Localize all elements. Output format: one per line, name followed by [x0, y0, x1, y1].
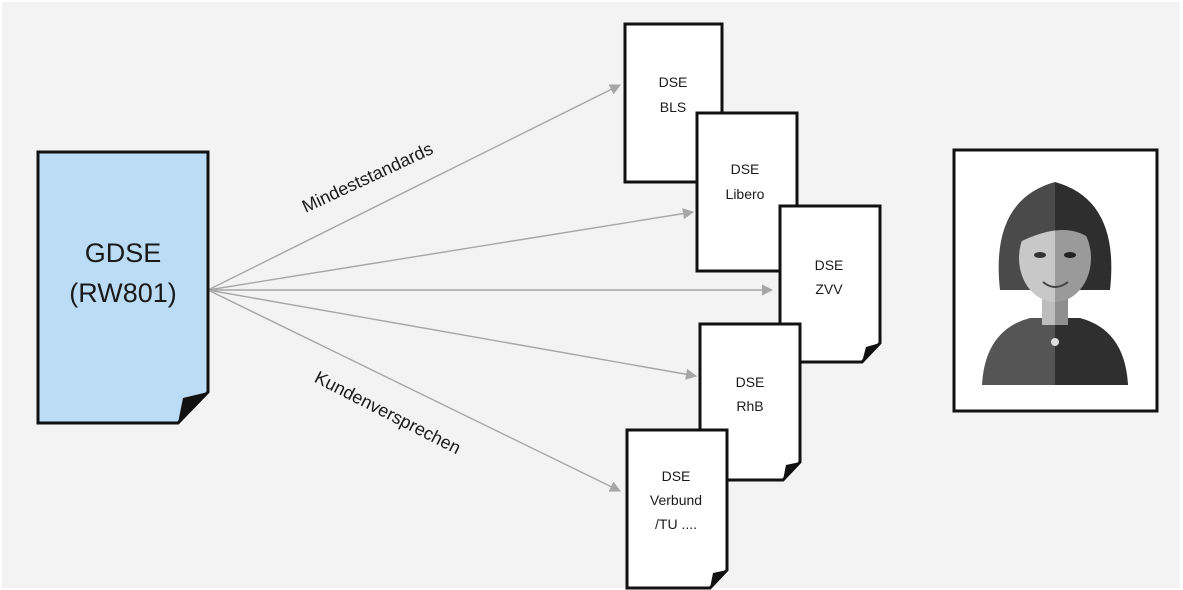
source-document-gdse: GDSE (RW801)	[36, 150, 210, 425]
target-doc-line2: ZVV	[815, 281, 843, 297]
arrow-to-verbund	[207, 289, 622, 492]
source-doc-subtitle: (RW801)	[69, 278, 177, 308]
arrow-to-rhb	[207, 289, 698, 380]
target-doc-shape	[625, 428, 729, 590]
page-curl-icon	[710, 570, 727, 588]
target-doc-line1: DSE	[731, 161, 760, 177]
target-doc-line3: /TU ....	[655, 516, 697, 532]
target-doc-line2: BLS	[660, 99, 686, 115]
woman-portrait-icon	[982, 182, 1128, 385]
page-curl-icon	[783, 462, 800, 480]
target-doc-line1: DSE	[815, 257, 844, 273]
target-doc-line1: DSE	[659, 74, 688, 90]
target-doc-line1: DSE	[736, 374, 765, 390]
arrow-to-bls	[207, 84, 622, 291]
page-curl-icon	[178, 392, 208, 423]
target-doc-line2: RhB	[736, 398, 763, 414]
arrows	[207, 84, 774, 492]
arrow-to-libero	[207, 208, 695, 291]
page-curl-icon	[862, 343, 880, 362]
target-doc-line2: Libero	[726, 186, 765, 202]
source-doc-title: GDSE	[85, 238, 162, 268]
target-doc-line1: DSE	[662, 468, 691, 484]
target-doc-line2: Verbund	[650, 492, 702, 508]
target-doc-verbund: DSE Verbund /TU ....	[625, 428, 729, 590]
portrait-frame	[952, 148, 1159, 413]
